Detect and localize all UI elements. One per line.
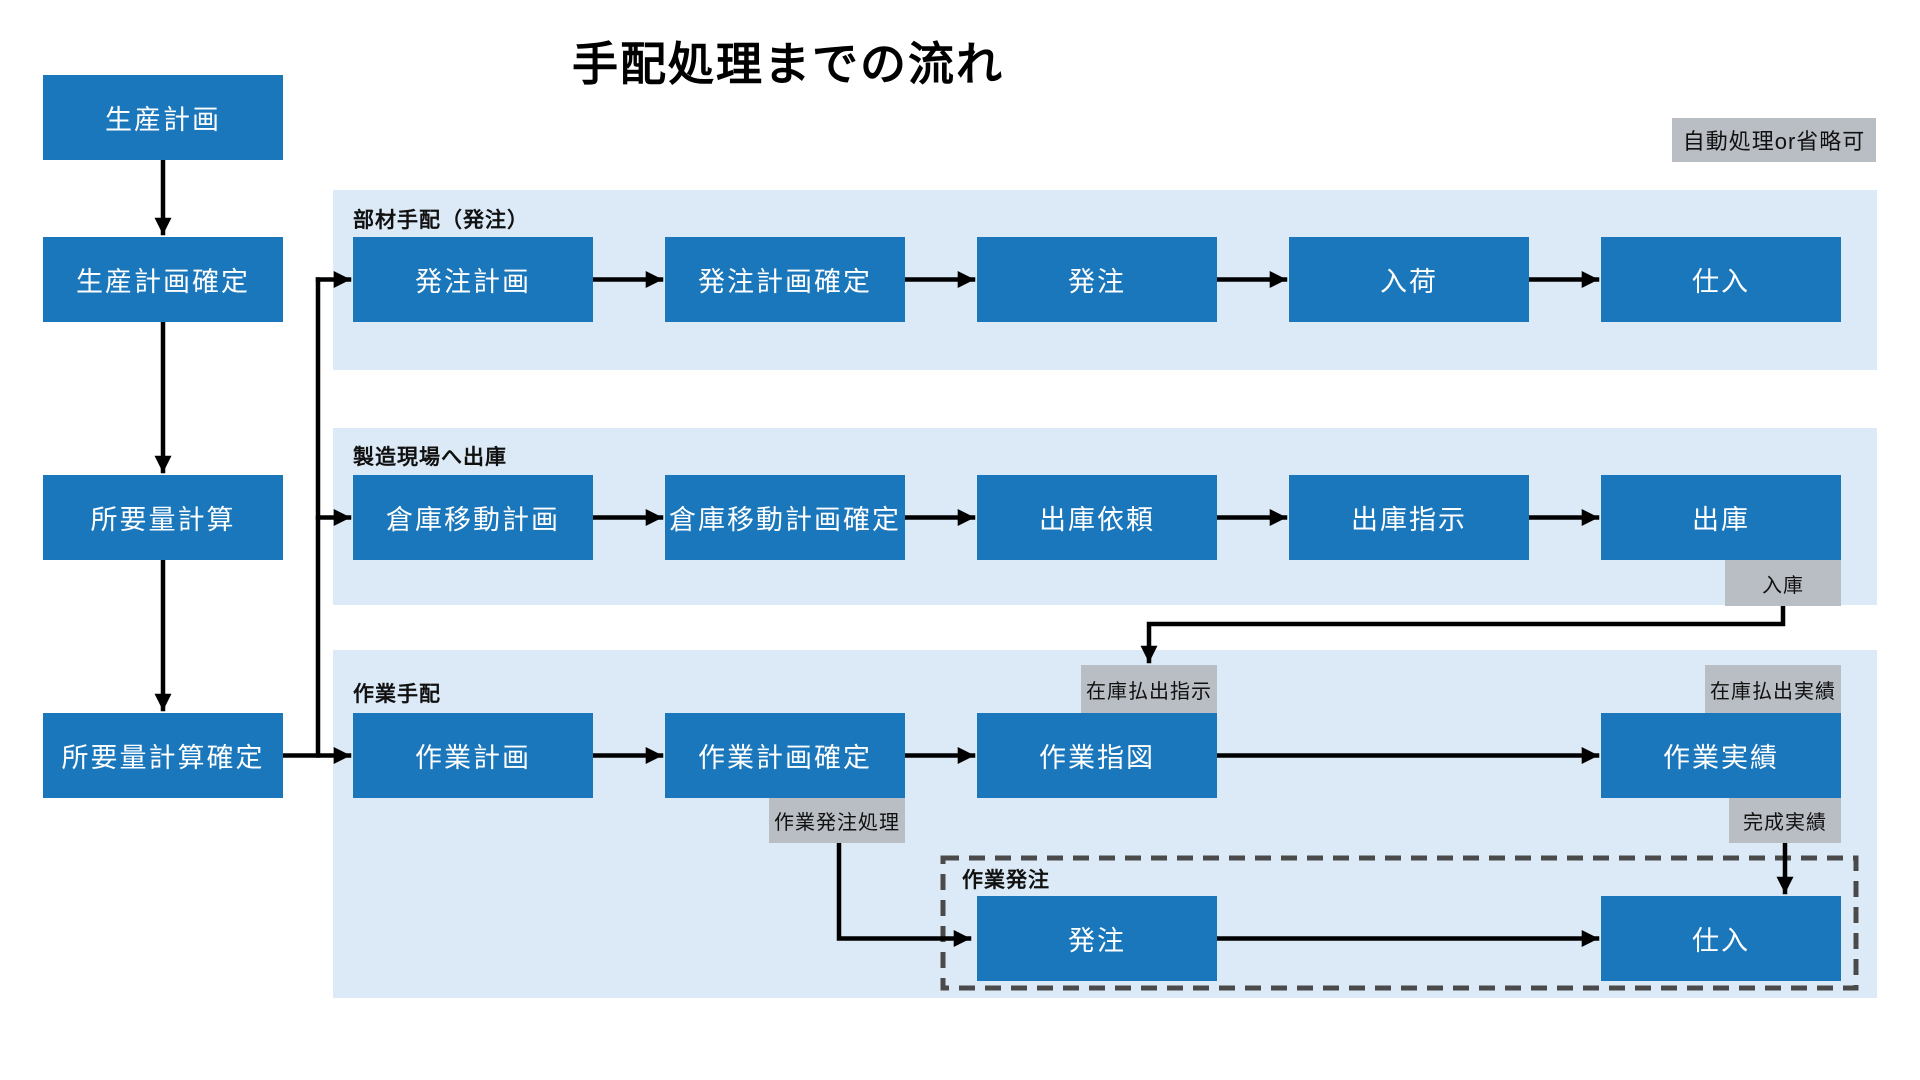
node-requirements-calculation: 所要量計算	[43, 475, 283, 560]
receipt-tag: 入庫	[1725, 560, 1841, 606]
completion-result-tag: 完成実績	[1729, 798, 1841, 843]
node-order-plan-confirm: 発注計画確定	[665, 237, 905, 322]
band-work-arrange-title: 作業手配	[353, 683, 441, 706]
node-subgroup-order: 発注	[977, 896, 1217, 981]
work-order-group-title: 作業発注	[962, 869, 1050, 892]
node-issue-instruction: 出庫指示	[1289, 475, 1529, 560]
node-work-plan: 作業計画	[353, 713, 593, 798]
page-title: 手配処理までの流れ	[572, 38, 1004, 90]
node-issue-request: 出庫依頼	[977, 475, 1217, 560]
node-production-plan-confirm: 生産計画確定	[43, 237, 283, 322]
node-work-order-instruction: 作業指図	[977, 713, 1217, 798]
node-subgroup-purchase: 仕入	[1601, 896, 1841, 981]
node-arrival: 入荷	[1289, 237, 1529, 322]
band-parts-order-title: 部材手配（発注）	[353, 209, 529, 232]
node-purchase: 仕入	[1601, 237, 1841, 322]
stock-issue-instruction-tag: 在庫払出指示	[1081, 665, 1217, 713]
node-warehouse-move-plan: 倉庫移動計画	[353, 475, 593, 560]
node-requirements-calculation-confirm: 所要量計算確定	[43, 713, 283, 798]
node-warehouse-move-plan-confirm: 倉庫移動計画確定	[665, 475, 905, 560]
node-order: 発注	[977, 237, 1217, 322]
node-issue: 出庫	[1601, 475, 1841, 560]
auto-process-note: 自動処理or省略可	[1672, 118, 1876, 162]
node-work-plan-confirm: 作業計画確定	[665, 713, 905, 798]
work-order-processing-tag: 作業発注処理	[769, 798, 905, 843]
node-order-plan: 発注計画	[353, 237, 593, 322]
band-warehouse-issue-title: 製造現場へ出庫	[353, 446, 507, 469]
node-production-plan: 生産計画	[43, 75, 283, 160]
stock-issue-result-tag: 在庫払出実績	[1705, 665, 1841, 713]
node-work-result: 作業実績	[1601, 713, 1841, 798]
